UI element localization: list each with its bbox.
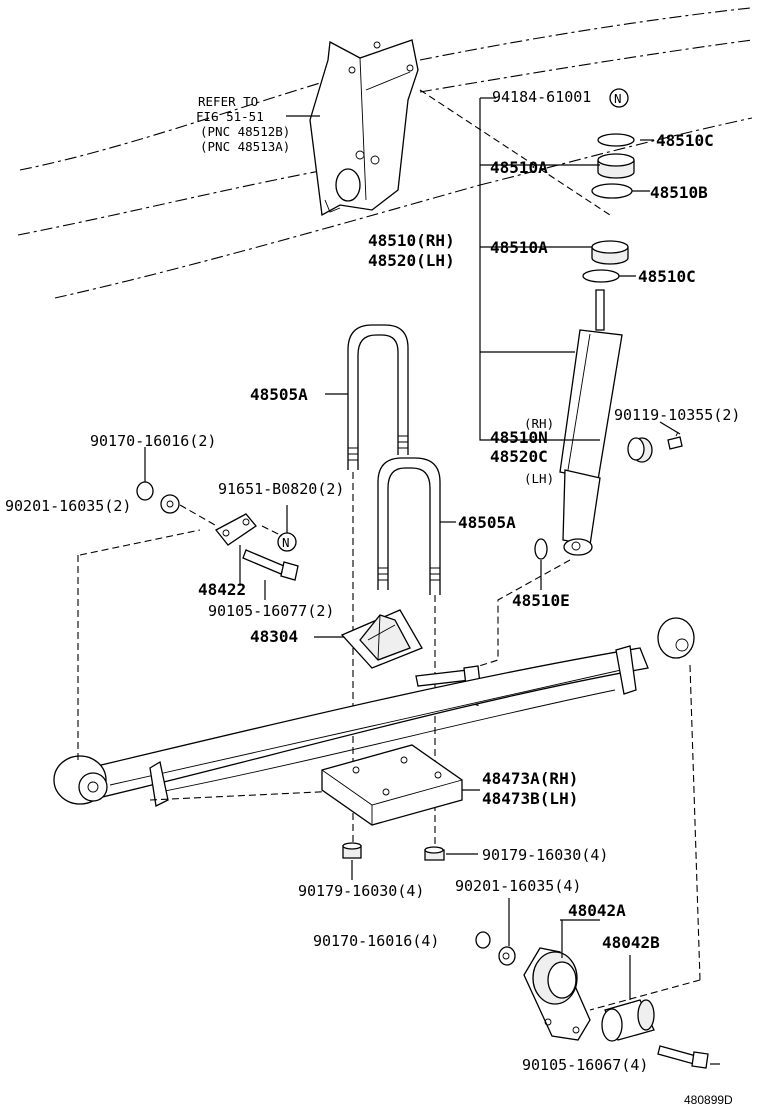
label-48473b-lh: 48473B(LH) bbox=[482, 789, 578, 808]
refer-line-4: (PNC 48513A) bbox=[200, 139, 290, 154]
label-90105-16067: 90105-16067(4) bbox=[522, 1056, 648, 1074]
shock-upper-cushions bbox=[582, 133, 635, 283]
bush-48042b bbox=[601, 999, 655, 1042]
nut-90170-top bbox=[136, 481, 154, 501]
label-94184-61001: 94184-61001 bbox=[492, 88, 591, 106]
label-90201-16035-bot: 90201-16035(4) bbox=[455, 877, 581, 895]
label-48473a-rh: 48473A(RH) bbox=[482, 769, 578, 788]
label-48520c: 48520C bbox=[490, 447, 548, 466]
spacer-48510e bbox=[534, 538, 548, 560]
washer-90201-top bbox=[160, 494, 180, 514]
nut-marker-top: N bbox=[609, 88, 629, 108]
label-91651-b0820: 91651-B0820(2) bbox=[218, 480, 344, 498]
label-90105-16077: 90105-16077(2) bbox=[208, 602, 334, 620]
label-90170-16016-top: 90170-16016(2) bbox=[90, 432, 216, 450]
label-90179-16030-left: 90179-16030(4) bbox=[298, 882, 424, 900]
u-bolt-front bbox=[377, 457, 441, 595]
label-90170-16016-bot: 90170-16016(4) bbox=[313, 932, 439, 950]
shackle-bracket bbox=[309, 39, 419, 217]
label-48304: 48304 bbox=[250, 627, 298, 646]
label-48510b: 48510B bbox=[650, 183, 708, 202]
refer-note: REFER TO FIG 51-51 (PNC 48512B) (PNC 485… bbox=[196, 94, 320, 154]
nut-90179-right bbox=[424, 846, 445, 861]
shock-leader-tree bbox=[479, 97, 681, 441]
bump-stopper bbox=[340, 609, 423, 669]
label-lh-small: (LH) bbox=[524, 471, 554, 486]
label-48510-rh: 48510(RH) bbox=[368, 231, 455, 250]
label-48505a-top: 48505A bbox=[250, 385, 308, 404]
label-48042b: 48042B bbox=[602, 933, 660, 952]
refer-line-3: (PNC 48512B) bbox=[200, 124, 290, 139]
label-48510c-top: 48510C bbox=[656, 131, 714, 150]
u-bolt-rear bbox=[347, 324, 409, 470]
label-48042a: 48042A bbox=[568, 901, 626, 920]
svg-text:N: N bbox=[614, 91, 622, 106]
shock-absorber bbox=[559, 289, 623, 556]
label-48510a-top: 48510A bbox=[490, 158, 548, 177]
nut-90170-bot bbox=[475, 931, 491, 949]
nut-90179-left bbox=[342, 842, 362, 859]
nut-marker-left: N bbox=[277, 532, 297, 552]
label-90179-16030-right: 90179-16030(4) bbox=[482, 846, 608, 864]
refer-line-2: FIG 51-51 bbox=[196, 109, 264, 124]
label-48510c-mid: 48510C bbox=[638, 267, 696, 286]
shock-lower-bush bbox=[627, 431, 683, 463]
label-90119-10355: 90119-10355(2) bbox=[614, 406, 740, 424]
spring-seat bbox=[321, 744, 463, 826]
label-90201-16035-top: 90201-16035(2) bbox=[5, 497, 131, 515]
label-48510e: 48510E bbox=[512, 591, 570, 610]
label-rh-small: (RH) bbox=[524, 416, 554, 431]
label-48422: 48422 bbox=[198, 580, 246, 599]
washer-90201-bot bbox=[498, 946, 516, 966]
shackle-plate-48422 bbox=[215, 513, 257, 546]
label-48505a-bot: 48505A bbox=[458, 513, 516, 532]
shackle-48042a bbox=[523, 947, 591, 1041]
label-48510n: 48510N bbox=[490, 428, 548, 447]
frame-rail-outline bbox=[17, 7, 753, 299]
label-48510a-mid: 48510A bbox=[490, 238, 548, 257]
refer-line-1: REFER TO bbox=[198, 94, 258, 109]
leaf-spring bbox=[53, 617, 695, 807]
label-48520-lh: 48520(LH) bbox=[368, 251, 455, 270]
svg-text:N: N bbox=[282, 535, 290, 550]
bolt-90105-16077 bbox=[242, 549, 299, 581]
bolt-90105-16067 bbox=[657, 1045, 709, 1069]
figure-id: 480899D bbox=[684, 1093, 733, 1107]
